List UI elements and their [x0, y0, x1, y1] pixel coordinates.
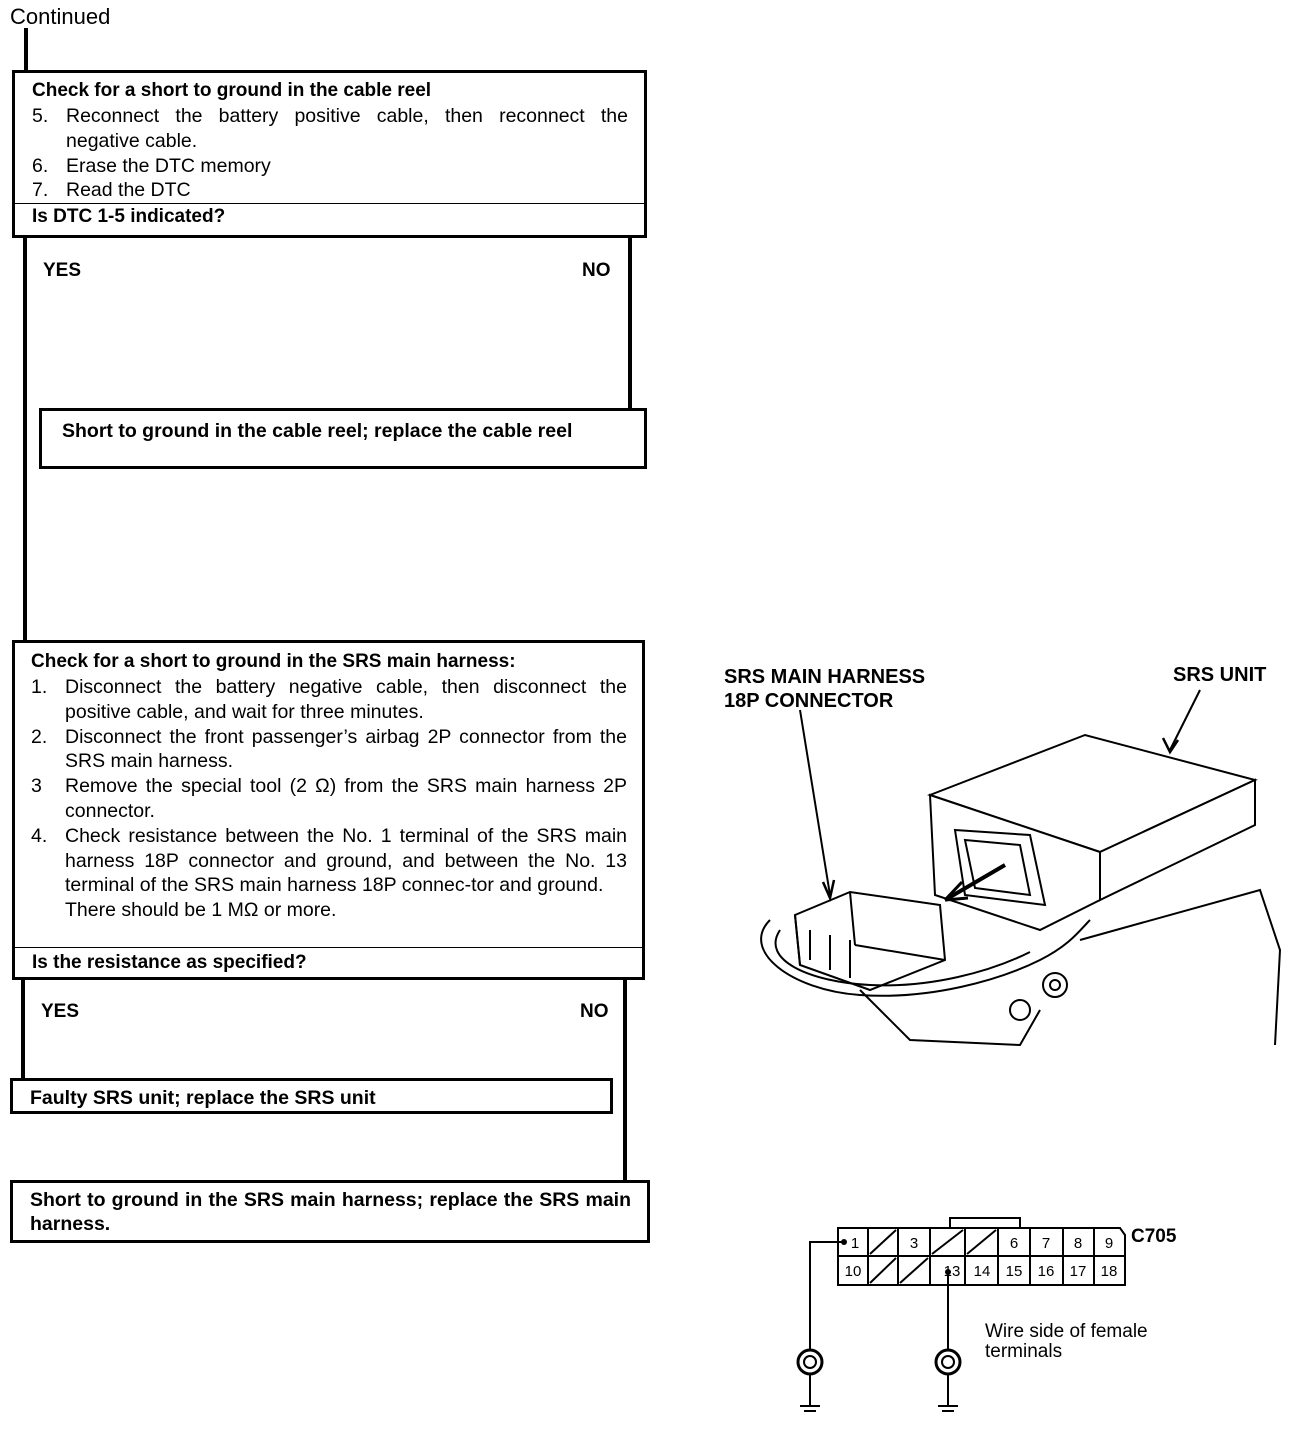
- connector-callout: SRS MAIN HARNESS 18P CONNECTOR: [724, 666, 926, 712]
- result-cable-reel: Short to ground in the cable reel; repla…: [39, 408, 647, 469]
- pin-bottom-18: 18: [1101, 1263, 1118, 1280]
- check-cable-reel-box: Check for a short to ground in the cable…: [12, 70, 647, 238]
- srs-unit-illustration: [760, 689, 1282, 1047]
- pin-top-1: 1: [851, 1235, 859, 1252]
- step-note: There should be 1 MΩ or more.: [65, 899, 337, 922]
- step-item: 5.Reconnect the battery positive cable, …: [32, 105, 628, 152]
- check-srs-harness-title: Check for a short to ground in the SRS m…: [31, 651, 516, 672]
- connector-lock-tab: [949, 1217, 1021, 1229]
- pin-top-8: 8: [1074, 1235, 1082, 1252]
- srs-unit-callout: SRS UNIT: [1173, 664, 1267, 686]
- check-cable-reel-title: Check for a short to ground in the cable…: [32, 80, 432, 101]
- pin-bottom-15: 15: [1006, 1263, 1023, 1280]
- pinout-caption: Wire side of female terminals: [985, 1321, 1148, 1362]
- check-cable-reel-steps: 5.Reconnect the battery positive cable, …: [32, 104, 628, 203]
- step-item: 2.Disconnect the front passenger’s airba…: [31, 725, 627, 773]
- continued-label: Continued: [10, 4, 111, 29]
- yes-label-1: YES: [43, 260, 82, 281]
- pin-bottom-16: 16: [1038, 1263, 1055, 1280]
- pin-bottom-14: 14: [974, 1263, 991, 1280]
- result-srs-main-harness: Short to ground in the SRS main harness;…: [10, 1180, 650, 1243]
- pin-top-7: 7: [1042, 1235, 1050, 1252]
- step-item: 1.Disconnect the battery negative cable,…: [31, 676, 627, 723]
- pin-bottom-17: 17: [1070, 1263, 1087, 1280]
- connector-id: C705: [1131, 1226, 1177, 1247]
- result-faulty-srs-unit: Faulty SRS unit; replace the SRS unit: [10, 1078, 613, 1114]
- pin-top-9: 9: [1105, 1235, 1113, 1252]
- step-item: 6.Erase the DTC memory: [32, 154, 271, 177]
- resistance-question: Is the resistance as specified?: [15, 947, 642, 977]
- dtc-question: Is DTC 1-5 indicated?: [15, 203, 644, 235]
- pin-bottom-13: 13: [944, 1263, 961, 1280]
- no-label-2: NO: [580, 1001, 609, 1022]
- check-srs-harness-steps: 1.Disconnect the battery negative cable,…: [31, 675, 627, 923]
- check-srs-harness-box: Check for a short to ground in the SRS m…: [12, 640, 645, 980]
- step-item: 4.Check resistance between the No. 1 ter…: [31, 824, 627, 897]
- pin-top-3: 3: [910, 1235, 918, 1252]
- pin-bottom-10: 10: [845, 1263, 862, 1280]
- no-label-1: NO: [582, 260, 611, 281]
- pin-top-6: 6: [1010, 1235, 1018, 1252]
- connector-pinout: 1 3 6 7 8 9 10 13 14 15 16 17 18 C705: [796, 1217, 1177, 1412]
- yes-label-2: YES: [41, 1001, 80, 1022]
- step-item: 7.Read the DTC: [32, 179, 191, 202]
